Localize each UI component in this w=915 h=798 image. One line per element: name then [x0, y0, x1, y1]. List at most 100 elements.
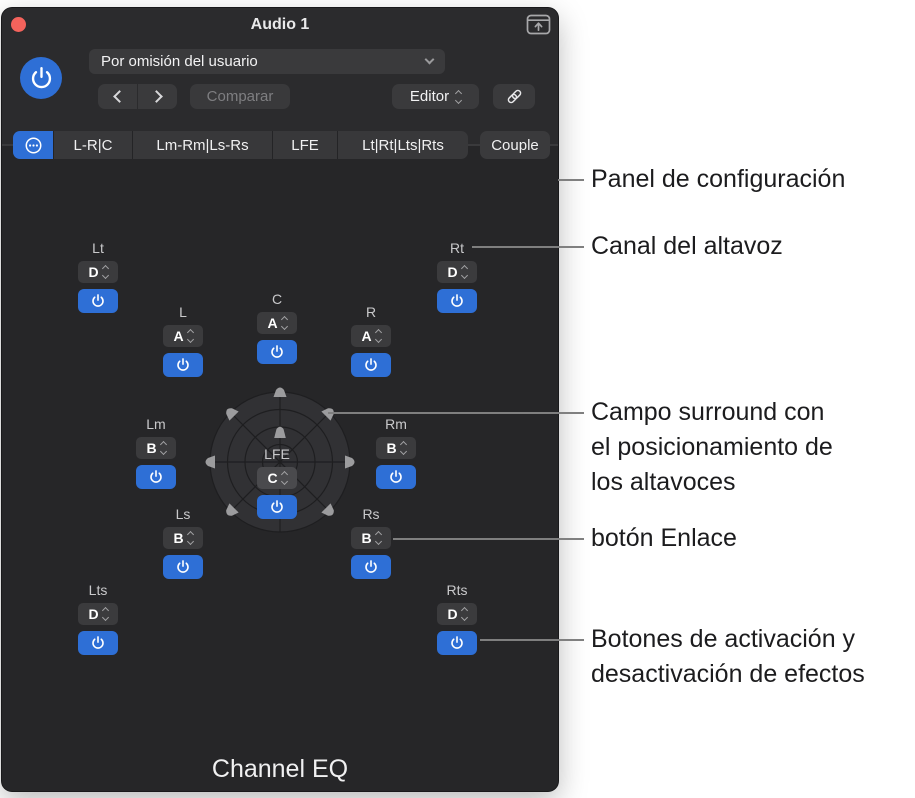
chevron-down-icon: [424, 54, 435, 65]
next-preset-button[interactable]: [138, 84, 177, 109]
couple-button[interactable]: Couple: [480, 131, 550, 159]
callout-speaker-channel: Canal del altavoz: [591, 232, 783, 260]
power-icon: [390, 470, 402, 483]
channel-r: R A: [350, 305, 392, 377]
power-icon: [31, 66, 51, 88]
chevron-up-down-icon: [399, 440, 407, 456]
tab-configuration[interactable]: [13, 131, 54, 159]
speaker-icon: [205, 387, 355, 516]
channel-config-tabs: L-R|C Lm-Rm|Ls-Rs LFE Lt|Rt|Lts|Rts: [13, 131, 468, 159]
channel-rt-power-button[interactable]: [437, 289, 477, 313]
view-select[interactable]: Editor: [392, 84, 479, 109]
channel-rts-group-select[interactable]: D: [437, 603, 477, 625]
channel-label: Rs: [362, 506, 380, 522]
channel-label: R: [365, 304, 377, 320]
preset-select[interactable]: Por omisión del usuario: [89, 49, 445, 74]
previous-preset-button[interactable]: [98, 84, 137, 109]
chevron-up-down-icon: [101, 264, 109, 280]
compare-button[interactable]: Comparar: [190, 84, 290, 109]
chevron-right-icon: [149, 90, 163, 103]
channel-lt-group-select[interactable]: D: [78, 261, 118, 283]
channel-ls-group-select[interactable]: B: [163, 527, 203, 549]
channel-rts-power-button[interactable]: [437, 631, 477, 655]
chevron-up-down-icon: [159, 440, 167, 456]
channel-lm: Lm B: [135, 417, 177, 489]
center-speaker-position-icon[interactable]: [274, 426, 286, 438]
channel-c-group-select[interactable]: A: [257, 312, 297, 334]
channel-lfe-power-button[interactable]: [257, 495, 297, 519]
chevron-up-down-icon: [101, 606, 109, 622]
channel-l-group-select[interactable]: A: [163, 325, 203, 347]
channel-ls-power-button[interactable]: [163, 555, 203, 579]
channel-r-group-select[interactable]: A: [351, 325, 391, 347]
power-icon: [92, 636, 104, 649]
view-select-value: Editor: [409, 88, 450, 105]
channel-label: Ls: [175, 506, 191, 522]
chevron-up-down-icon: [374, 328, 382, 344]
channel-lfe-group-select[interactable]: C: [257, 467, 297, 489]
power-icon: [177, 358, 189, 371]
power-icon: [271, 345, 283, 358]
channel-l-power-button[interactable]: [163, 353, 203, 377]
channel-c-power-button[interactable]: [257, 340, 297, 364]
channel-rs-group-select[interactable]: B: [351, 527, 391, 549]
plugin-window-header: [2, 8, 558, 146]
power-icon: [365, 560, 377, 573]
callout-surround-field: Campo surround con el posicionamiento de…: [591, 398, 833, 496]
channel-rs-power-button[interactable]: [351, 555, 391, 579]
callout-line-speaker-channel: [472, 246, 584, 248]
chevron-up-down-icon: [374, 530, 382, 546]
chevron-up-down-icon: [280, 470, 288, 486]
window-float-arrow-icon: [526, 14, 551, 35]
chevron-up-down-icon: [186, 328, 194, 344]
channel-rt-group-select[interactable]: D: [437, 261, 477, 283]
channel-rm-group-select[interactable]: B: [376, 437, 416, 459]
chevron-up-down-icon: [186, 530, 194, 546]
tab-lmrm[interactable]: Lm-Rm|Ls-Rs: [133, 131, 273, 159]
channel-lts: Lts D: [77, 583, 119, 655]
channel-rm: Rm B: [375, 417, 417, 489]
channel-label: Lt: [92, 240, 104, 256]
callout-line-config-panel: [558, 179, 584, 181]
callout-config-panel: Panel de configuración: [591, 165, 846, 193]
channel-rm-power-button[interactable]: [376, 465, 416, 489]
channel-lm-group-select[interactable]: B: [136, 437, 176, 459]
power-icon: [177, 560, 189, 573]
float-window-icon[interactable]: [526, 14, 551, 35]
channel-lfe: LFE C: [256, 447, 298, 519]
channel-lm-power-button[interactable]: [136, 465, 176, 489]
channel-label: C: [271, 291, 283, 307]
chevron-up-down-icon: [460, 606, 468, 622]
channel-lt-power-button[interactable]: [78, 289, 118, 313]
power-icon: [365, 358, 377, 371]
chevron-up-down-icon: [455, 89, 463, 104]
chain-link-icon: [507, 89, 521, 104]
channel-r-power-button[interactable]: [351, 353, 391, 377]
plugin-power-button[interactable]: [20, 57, 62, 99]
chevron-up-down-icon: [460, 264, 468, 280]
channel-lts-power-button[interactable]: [78, 631, 118, 655]
surround-grid: [210, 392, 350, 532]
tab-ltrt[interactable]: Lt|Rt|Lts|Rts: [338, 131, 468, 159]
callout-line-power-buttons: [480, 639, 584, 641]
tab-lrc[interactable]: L-R|C: [54, 131, 133, 159]
callout-link-button: botón Enlace: [591, 524, 737, 552]
channel-rs: Rs B: [350, 507, 392, 579]
tab-lfe[interactable]: LFE: [273, 131, 338, 159]
callout-line-surround-field: [328, 412, 584, 414]
window-title: Audio 1: [250, 16, 310, 33]
close-button[interactable]: [11, 17, 26, 32]
chevron-left-icon: [112, 90, 126, 103]
channel-label: Rt: [450, 240, 464, 256]
channel-lts-group-select[interactable]: D: [78, 603, 118, 625]
power-icon: [451, 294, 463, 307]
channel-ls: Ls B: [162, 507, 204, 579]
surround-field[interactable]: [190, 372, 370, 552]
callout-line-link-button: [393, 538, 584, 540]
preset-nav-group: [98, 84, 177, 109]
channel-l: L A: [162, 305, 204, 377]
link-button[interactable]: [493, 84, 535, 109]
power-icon: [451, 636, 463, 649]
circle-ellipsis-icon: [25, 137, 41, 153]
